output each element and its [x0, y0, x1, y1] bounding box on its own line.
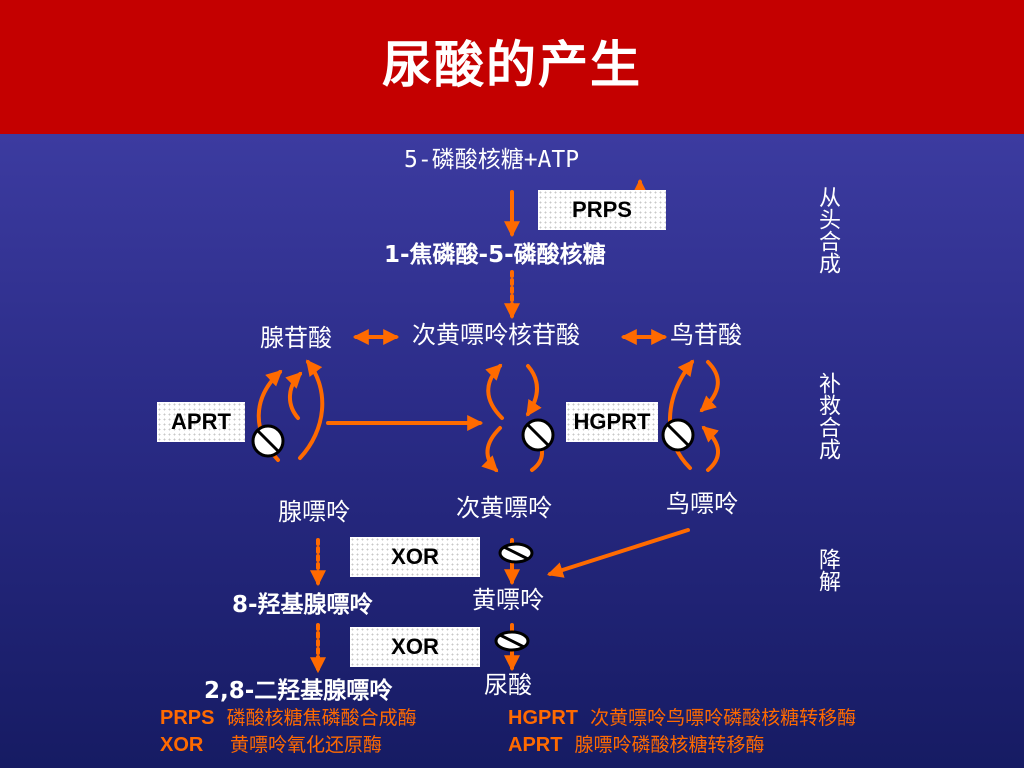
arrow-hgprt2-right-up — [699, 360, 720, 413]
inhibit-aprt-icon — [251, 424, 285, 458]
arrow-aprt-inner — [285, 371, 303, 420]
arrow-hgprt2-right-down — [701, 425, 720, 472]
legend-item-xor: XOR 黄嘌呤氧化还原酶 — [160, 733, 382, 757]
arrow-guanine-to-xanthine — [546, 528, 690, 578]
title-bar: 尿酸的产生 — [0, 0, 1024, 134]
legend-abbr: HGPRT — [508, 707, 578, 729]
legend-item-hgprt: HGPRT 次黄嘌呤鸟嘌呤磷酸核糖转移酶 — [508, 706, 856, 730]
side-label-salvage: 补救合成 — [815, 372, 840, 460]
side-label-degradation: 降解 — [815, 548, 840, 592]
legend-desc: 次黄嘌呤鸟嘌呤磷酸核糖转移酶 — [590, 707, 857, 729]
arrow-hgprt1-right-up — [526, 364, 542, 417]
enzyme-prps-box: PRPS — [538, 190, 666, 230]
node-gmp: 鸟苷酸 — [670, 321, 742, 349]
node-hypoxanthine: 次黄嘌呤 — [456, 494, 552, 522]
node-prpp: 1-焦磷酸-5-磷酸核糖 — [384, 242, 606, 268]
inhibit-hgprt1-icon — [521, 418, 555, 452]
inhibit-xor2-icon — [494, 630, 530, 652]
enzyme-hgprt-box: HGPRT — [566, 402, 658, 442]
node-amp: 腺苷酸 — [260, 324, 332, 352]
arrow-hgprt1-left-up — [485, 363, 504, 420]
node-8-oh-adenine: 8-羟基腺嘌呤 — [232, 592, 373, 618]
node-guanine: 鸟嘌呤 — [666, 490, 738, 518]
enzyme-aprt-box: APRT — [157, 402, 245, 442]
node-2-8-dioh-adenine: 2,8-二羟基腺嘌呤 — [204, 678, 393, 704]
legend-abbr: PRPS — [160, 707, 215, 729]
arrow-aprt-outer-down — [298, 359, 325, 460]
legend-item-aprt: APRT 腺嘌呤磷酸核糖转移酶 — [508, 733, 765, 757]
legend-abbr: APRT — [508, 734, 563, 756]
side-label-de-novo: 从头合成 — [815, 186, 840, 274]
node-xanthine: 黄嘌呤 — [472, 586, 544, 614]
arrow-hgprt1-left-down — [481, 426, 502, 473]
enzyme-xor-box-1: XOR — [350, 537, 480, 577]
inhibit-xor1-icon — [498, 542, 534, 564]
legend-item-prps: PRPS 磷酸核糖焦磷酸合成酶 — [160, 706, 417, 730]
legend-abbr: XOR — [160, 734, 204, 756]
node-adenine: 腺嘌呤 — [278, 498, 350, 526]
enzyme-xor-box-2: XOR — [350, 627, 480, 667]
legend-desc: 腺嘌呤磷酸核糖转移酶 — [574, 734, 765, 756]
arrow-hgprt2-left-up — [668, 359, 694, 470]
page-title: 尿酸的产生 — [382, 36, 642, 94]
legend-desc: 黄嘌呤氧化还原酶 — [230, 734, 383, 756]
node-uric-acid: 尿酸 — [484, 671, 532, 699]
inhibit-hgprt2-icon — [661, 418, 695, 452]
legend-desc: 磷酸核糖焦磷酸合成酶 — [226, 707, 417, 729]
node-ribose-atp: 5-磷酸核糖+ATP — [404, 147, 580, 173]
node-imp: 次黄嘌呤核苷酸 — [412, 321, 580, 349]
